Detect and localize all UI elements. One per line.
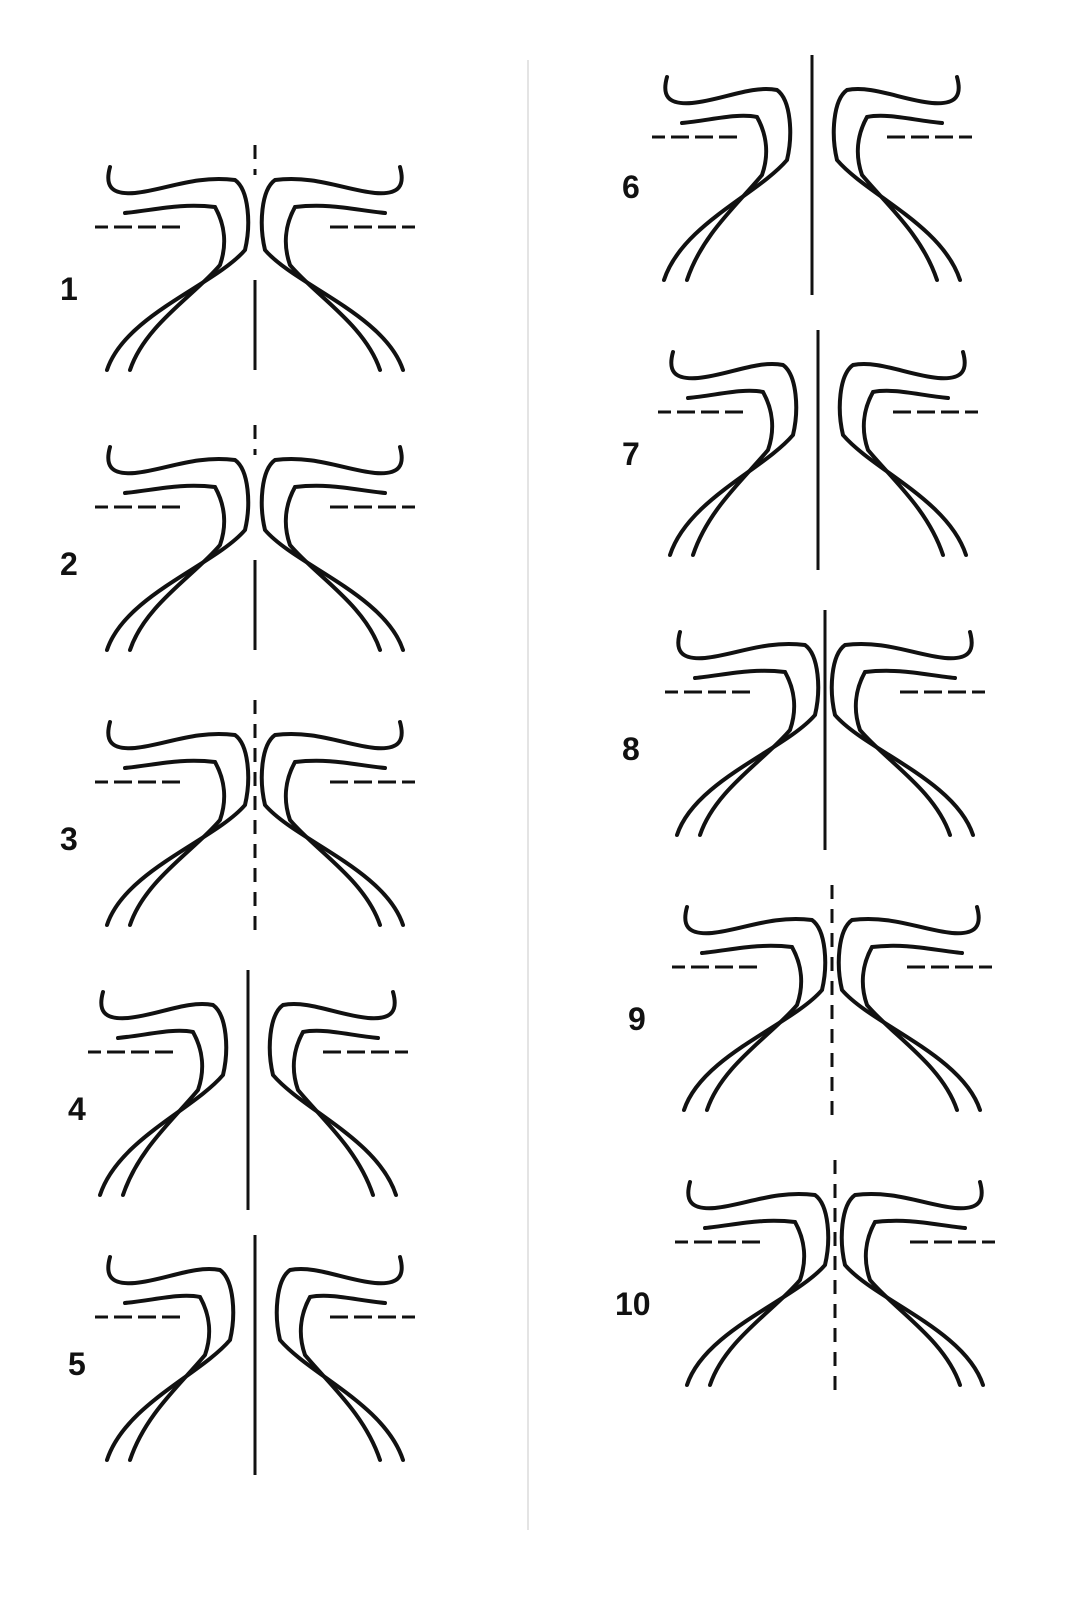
left-inner-contour (123, 203, 227, 372)
left-contour (105, 720, 251, 927)
right-contour (259, 445, 405, 652)
left-inner-contour (123, 758, 227, 927)
panel-7: 7 (622, 330, 978, 570)
panel-label: 5 (68, 1346, 86, 1382)
left-contour (668, 350, 799, 557)
panel-10: 10 (615, 1160, 995, 1395)
left-inner-contour (116, 1028, 205, 1197)
panel-label: 10 (615, 1286, 651, 1322)
panel-2: 2 (60, 425, 415, 652)
right-inner-contour (283, 758, 387, 927)
left-inner-contour (693, 668, 797, 837)
right-contour (836, 905, 982, 1112)
left-inner-contour (123, 483, 227, 652)
left-contour (105, 165, 251, 372)
left-inner-contour (123, 1293, 212, 1462)
panel-1: 1 (60, 145, 415, 372)
right-contour (259, 720, 405, 927)
left-contour (662, 75, 793, 282)
right-contour (839, 1180, 985, 1387)
panel-label: 4 (68, 1091, 86, 1127)
right-inner-contour (863, 1218, 967, 1387)
panel-label: 7 (622, 436, 640, 472)
left-contour (98, 990, 229, 1197)
right-contour (837, 350, 968, 557)
right-contour (829, 630, 975, 837)
right-inner-contour (853, 668, 957, 837)
left-inner-contour (680, 113, 769, 282)
right-contour (267, 990, 398, 1197)
panel-label: 8 (622, 731, 640, 767)
panel-4: 4 (68, 970, 408, 1210)
panel-label: 1 (60, 271, 78, 307)
panel-3: 3 (60, 700, 415, 935)
left-contour (105, 1255, 236, 1462)
right-inner-contour (298, 1293, 387, 1462)
left-inner-contour (700, 943, 804, 1112)
left-inner-contour (686, 388, 775, 557)
panel-6: 6 (622, 55, 972, 295)
panel-label: 9 (628, 1001, 646, 1037)
right-contour (259, 165, 405, 372)
right-inner-contour (283, 483, 387, 652)
panel-label: 6 (622, 169, 640, 205)
left-inner-contour (703, 1218, 807, 1387)
panel-8: 8 (622, 610, 985, 850)
left-contour (682, 905, 828, 1112)
panel-9: 9 (628, 885, 992, 1120)
right-contour (274, 1255, 405, 1462)
left-contour (105, 445, 251, 652)
right-inner-contour (283, 203, 387, 372)
right-inner-contour (860, 943, 964, 1112)
left-contour (675, 630, 821, 837)
right-inner-contour (291, 1028, 380, 1197)
left-contour (685, 1180, 831, 1387)
panel-label: 3 (60, 821, 78, 857)
panel-5: 5 (68, 1235, 415, 1475)
right-inner-contour (855, 113, 944, 282)
right-contour (831, 75, 962, 282)
right-inner-contour (861, 388, 950, 557)
panel-label: 2 (60, 546, 78, 582)
